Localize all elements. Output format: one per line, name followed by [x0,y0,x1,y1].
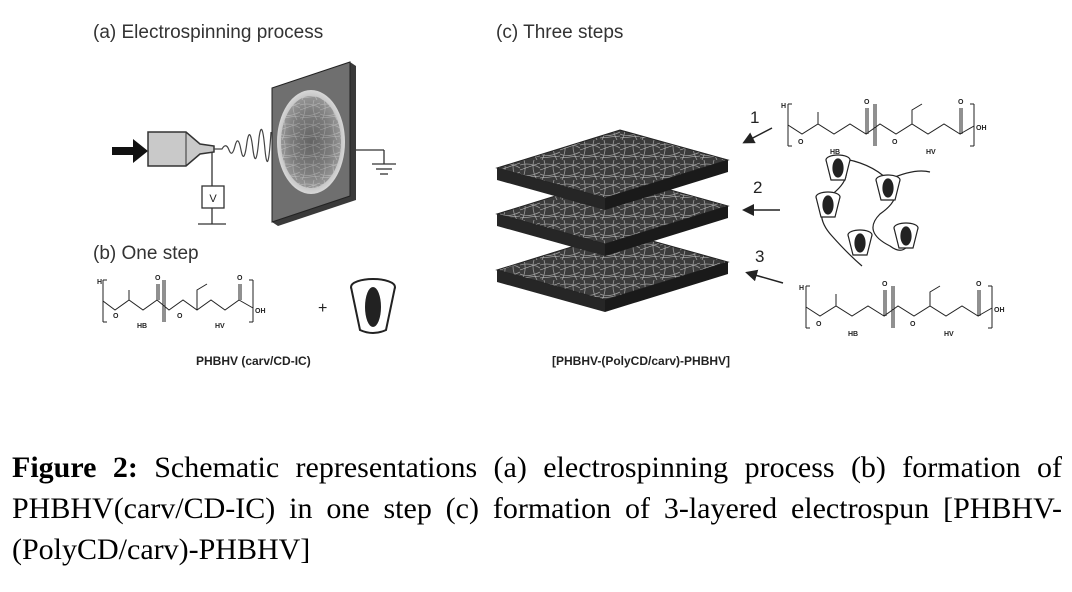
chem-oh-s3: OH [994,307,1005,314]
chem-hb-s1: HB [830,149,840,156]
chem-hb: HB [137,323,147,330]
chem-o-s1: O [798,139,804,146]
layered-mats [495,129,730,312]
step-2-number: 2 [753,178,762,197]
caption-label: Figure 2: [12,451,138,484]
chem-h-s1: H [781,103,786,110]
chem-hv-s1: HV [926,149,936,156]
chem-h-s3: H [799,285,804,292]
cd-unit-3 [875,174,901,201]
voltage-source [201,185,225,209]
polymer-jet [214,128,272,163]
voltage-symbol: V [209,193,217,205]
chem-o3: O [177,313,183,320]
cd-unit-1 [825,154,851,181]
mat-top [495,129,730,210]
phbhv-structure-b: H O O O O OH HB HV [97,275,266,330]
chem-hv: HV [215,323,225,330]
collector-plate [271,61,356,226]
chem-o2-s1: O [864,99,870,106]
phbhv-structure-step1: H O O O O OH HB HV [781,99,987,156]
chem-o3-s3: O [910,321,916,328]
plus-sign: + [318,300,327,317]
cd-unit-4 [847,229,873,256]
panel-c-label: (c) Three steps [496,22,624,43]
panel-b-label: (b) One step [93,243,199,264]
chem-o-s3: O [816,321,822,328]
phbhv-structure-step3: H O O O O OH HB HV [799,281,1005,338]
chem-o2: O [155,275,161,282]
chem-o4-s3: O [976,281,982,288]
chem-hb-s3: HB [848,331,858,338]
chem-o4: O [237,275,243,282]
figure-caption: Figure 2: Schematic representations (a) … [12,447,1062,570]
panel-c-compound-name: [PHBHV-(PolyCD/carv)-PHBHV] [552,354,731,368]
chem-o2-s3: O [882,281,888,288]
chem-o: O [113,313,119,320]
chem-hv-s3: HV [944,331,954,338]
figure-schematic: V H O [97,61,1005,338]
feed-arrow [112,139,148,163]
chem-o4-s1: O [958,99,964,106]
step-3-number: 3 [755,247,764,266]
electrospinning-setup: V [112,61,396,226]
cd-unit-2 [815,191,841,218]
chem-h: H [97,279,102,286]
step-3-arrow [745,269,784,284]
syringe [147,131,215,167]
chem-oh: OH [255,308,266,315]
step-1-number: 1 [750,108,759,127]
panel-b-compound-name: PHBHV (carv/CD-IC) [196,354,311,368]
ground-icon [356,149,396,175]
caption-text: Schematic representations (a) electrospi… [12,451,1062,566]
panel-a-label: (a) Electrospinning process [93,22,324,43]
cd-unit-5 [893,222,919,249]
step-1-arrow [742,127,773,144]
polycd-network [815,154,931,267]
inclusion-complex-icon [350,278,396,334]
chem-o3-s1: O [892,139,898,146]
chem-oh-s1: OH [976,125,987,132]
